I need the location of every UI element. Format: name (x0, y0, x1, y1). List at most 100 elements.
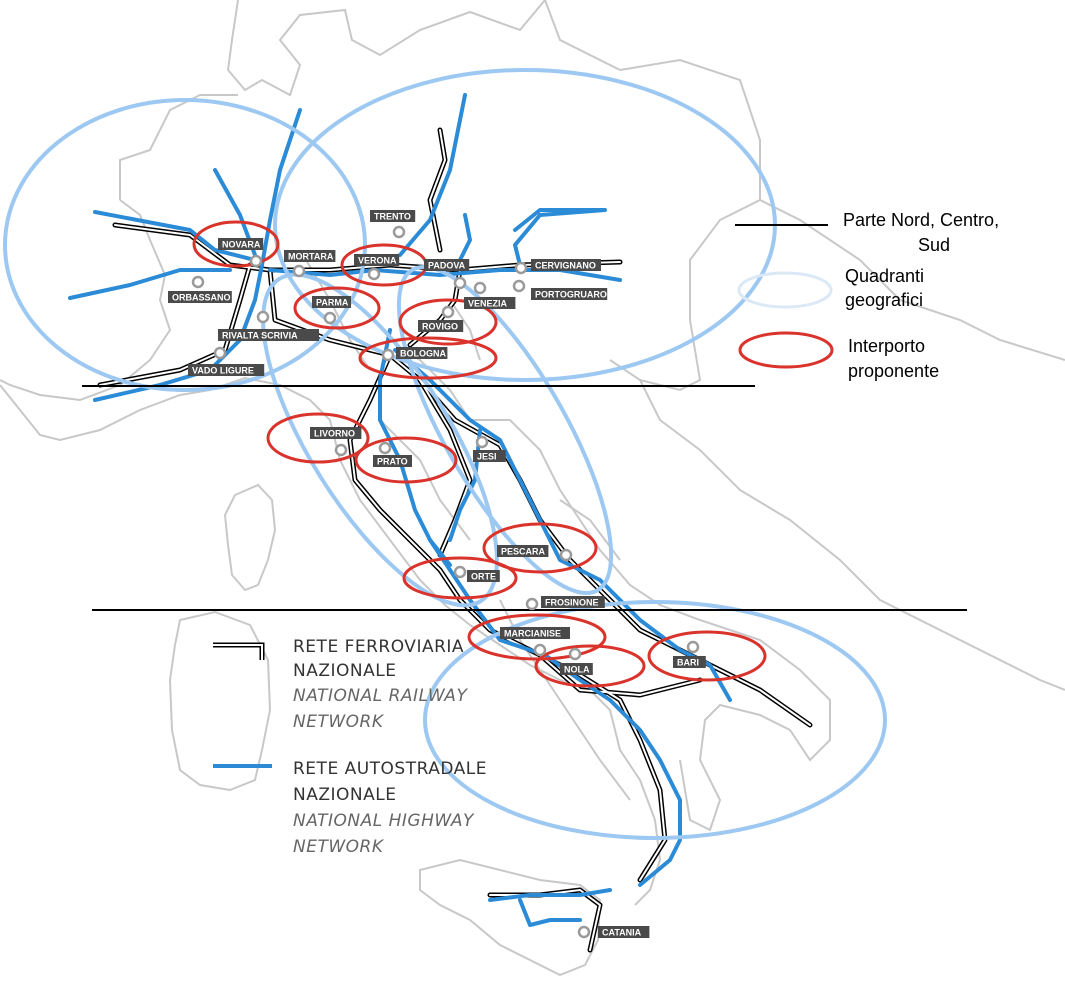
city-catania: CATANIA (577, 925, 650, 939)
city-label-livorno: LIVORNO (314, 429, 355, 439)
city-label-cervignano: CERVIGNANO (535, 261, 596, 271)
legend-rail-en-1: NATIONAL RAILWAY (293, 686, 468, 706)
interporto-orte (402, 556, 518, 600)
city-trento: TRENTO (370, 210, 416, 239)
legend-rail-it-1: RETE FERROVIARIA (293, 637, 464, 657)
interporto-rovigo (398, 298, 498, 346)
legend-interporto-text-1: Interporto (848, 336, 925, 356)
city-frosinone: FROSINONE (525, 596, 605, 611)
city-label-orbassano: ORBASSANO (172, 293, 231, 303)
quadrant-northwest (3, 98, 367, 392)
legend-road-en-2: NETWORK (293, 837, 385, 857)
quadrant-northeast (273, 68, 777, 382)
city-label-verona: VERONA (358, 256, 397, 266)
city-bari: BARI (673, 640, 706, 668)
city-dot-frosinone (525, 597, 539, 611)
interporto-marcianise (467, 613, 607, 661)
city-verona: VERONA (354, 254, 400, 281)
city-label-bg-bologna (396, 347, 448, 359)
city-label-bologna: BOLOGNA (400, 349, 446, 359)
city-label-mortara: MORTARA (288, 252, 334, 262)
interporto-nola (534, 644, 646, 688)
city-label-rovigo: ROVIGO (422, 322, 458, 332)
city-label-bg-nola (560, 663, 593, 675)
city-dot-rivalta-scrivia (256, 310, 270, 324)
city-dot-mortara (292, 264, 306, 278)
region-dividers (82, 385, 967, 611)
quadrant-south (423, 600, 887, 840)
city-label-marcianise: MARCIANISE (504, 629, 561, 639)
city-prato: PRATO (373, 441, 412, 467)
city-label-rivalta-scrivia: RIVALTA SCRIVIA (222, 331, 298, 341)
city-dot-pescara (559, 548, 573, 562)
city-label-bg-mortara (284, 250, 336, 262)
city-dot-bologna (381, 348, 395, 362)
city-label-prato: PRATO (377, 457, 408, 467)
legend-quadrant-sample (737, 271, 833, 309)
city-dot-livorno (334, 443, 348, 457)
city-label-bg-venezia (464, 297, 516, 309)
city-label-nola: NOLA (564, 665, 590, 675)
interporto-novara (192, 220, 280, 268)
city-label-bg-marcianise (500, 627, 570, 639)
city-dot-vado-ligure (213, 346, 227, 360)
legend-parts-text-2: Sud (918, 235, 950, 255)
city-dot-catania (577, 925, 591, 939)
city-label-jesi: JESI (477, 452, 497, 462)
city-nodes: NOVARA MORTARA TRENTO VERONA PADOVA CERVIGNAN… (168, 210, 706, 939)
city-label-bg-rovigo (418, 320, 464, 332)
city-label-bg-trento (370, 210, 416, 222)
city-label-catania: CATANIA (602, 928, 642, 938)
city-label-parma: PARMA (316, 298, 349, 308)
city-label-portogruaro: PORTOGRUARO (535, 290, 607, 300)
city-dot-prato (378, 441, 392, 455)
city-dot-venezia (473, 281, 487, 295)
legend-right: Parte Nord, Centro, Sud Quadranti geogra… (735, 210, 999, 381)
city-label-novara: NOVARA (222, 240, 261, 250)
city-label-trento: TRENTO (374, 212, 411, 222)
city-label-bg-padova (424, 259, 470, 271)
city-vado-ligure: VADO LIGURE (188, 346, 265, 376)
city-label-bari: BARI (677, 658, 699, 668)
city-jesi: JESI (473, 435, 506, 462)
city-dot-cervignano (514, 261, 528, 275)
city-label-bg-orbassano (168, 291, 232, 303)
interporto-livorno (266, 412, 370, 464)
city-label-frosinone: FROSINONE (545, 598, 599, 608)
city-label-pescara: PESCARA (501, 547, 546, 557)
quadrant-centre-east (396, 265, 614, 595)
city-padova: PADOVA (424, 259, 470, 290)
city-label-bg-novara (218, 238, 264, 250)
city-nola: NOLA (560, 647, 593, 675)
city-label-bg-rivalta-scrivia (218, 329, 319, 341)
city-label-bg-cervignano (531, 259, 601, 271)
legend-road-en-1: NATIONAL HIGHWAY (293, 811, 475, 831)
city-dot-novara (249, 254, 263, 268)
city-dot-bari (686, 640, 700, 654)
legend-parts-text-1: Parte Nord, Centro, (843, 210, 999, 230)
city-label-bg-parma (312, 296, 351, 308)
legend-quadrants-text-2: geografici (845, 290, 923, 310)
interporto-bari (647, 630, 767, 682)
legend-road-it-1: RETE AUTOSTRADALE (293, 759, 487, 779)
legend-left: RETE FERROVIARIA NAZIONALE NATIONAL RAIL… (213, 637, 487, 857)
legend-interporto-sample (738, 331, 834, 369)
city-dot-orbassano (191, 275, 205, 289)
legend-quadrants-text-1: Quadranti (845, 266, 924, 286)
city-marcianise: MARCIANISE (500, 627, 570, 657)
legend-interporto-text-2: proponente (848, 361, 939, 381)
city-dot-parma (323, 311, 337, 325)
city-dot-rovigo (441, 305, 455, 319)
legend-rail-en-2: NETWORK (293, 712, 385, 732)
city-rovigo: ROVIGO (418, 305, 464, 332)
city-label-bg-livorno (310, 427, 362, 439)
legend-rail-sample (213, 642, 265, 660)
city-novara: NOVARA (218, 238, 264, 268)
city-label-padova: PADOVA (428, 261, 466, 271)
city-label-bg-prato (373, 455, 412, 467)
city-label-bg-bari (673, 656, 706, 668)
city-bologna: BOLOGNA (381, 347, 448, 362)
city-label-bg-portogruaro (531, 288, 608, 300)
city-dot-marcianise (533, 643, 547, 657)
